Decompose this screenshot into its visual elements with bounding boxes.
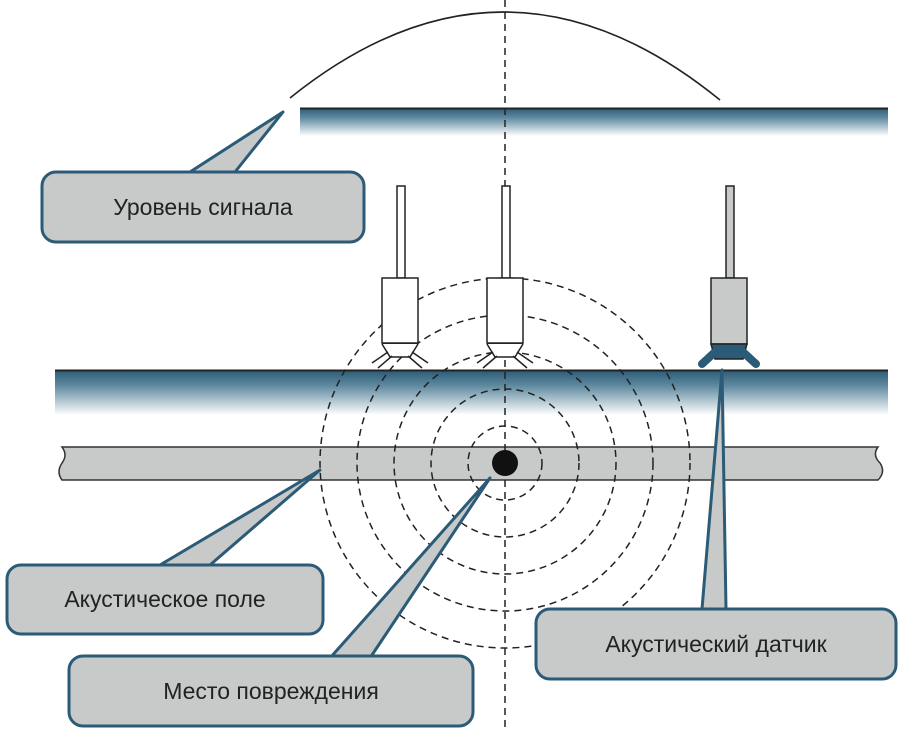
acoustic-sensor-label: Акустический датчик [605,630,827,657]
signal-level-box [40,170,366,244]
damage-location-pointer [328,476,492,659]
ground-surface [55,369,888,415]
signal-level-label: Уровень сигнала [113,193,293,220]
signal-baseline-band [300,107,888,136]
damage-location-label: Место повреждения [163,677,379,704]
acoustic-sensor-pointer [700,368,728,610]
pipe [58,446,884,481]
acoustic-sensor-active [698,185,760,368]
signal-level-pointer [189,110,285,174]
damage-location-box [67,654,475,728]
sensor-outline-left [371,185,429,369]
acoustic-field-pointer [159,468,322,567]
damage-point [492,450,518,476]
acoustic-sensor-box [534,607,898,681]
acoustic-field-box [5,563,325,636]
sensor-outline-center [476,185,534,369]
acoustic-field-label: Акустическое поле [64,586,266,612]
